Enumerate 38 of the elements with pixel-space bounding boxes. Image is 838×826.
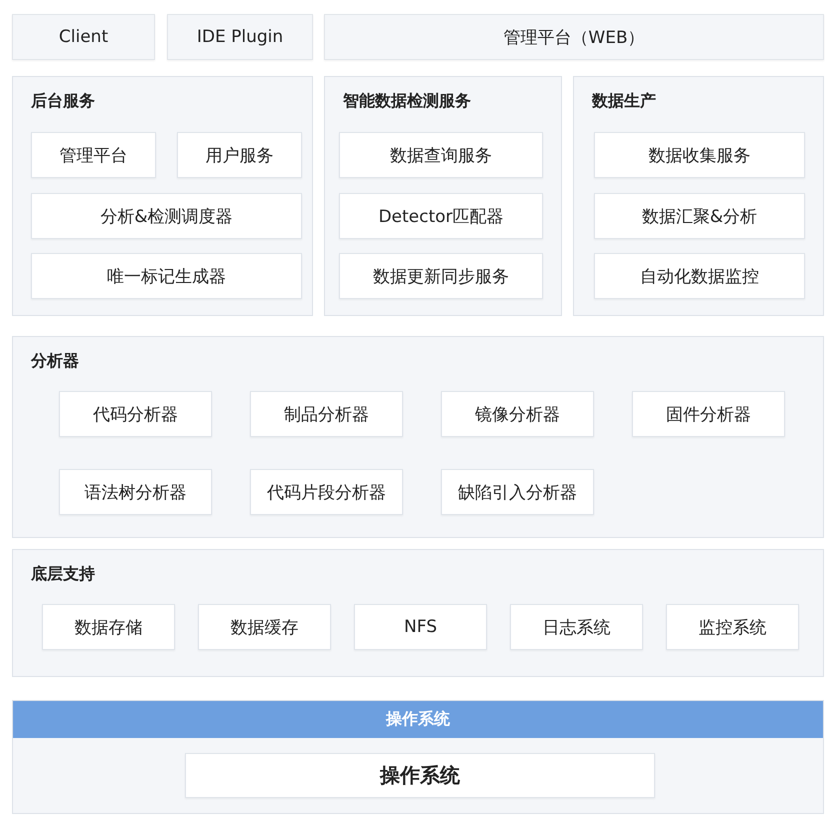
layer-panel — [12, 76, 313, 316]
client-box: IDE Plugin — [167, 14, 313, 60]
layer-panel — [573, 76, 824, 316]
component-box: 数据更新同步服务 — [339, 253, 543, 299]
component-box: 代码分析器 — [59, 391, 212, 437]
component-box: 用户服务 — [177, 132, 302, 178]
component-box: 镜像分析器 — [441, 391, 594, 437]
layer-panel — [12, 700, 824, 814]
component-box: 监控系统 — [666, 604, 799, 650]
panel-title: 后台服务 — [31, 91, 95, 112]
component-box: 代码片段分析器 — [250, 469, 403, 515]
component-box: NFS — [354, 604, 487, 650]
component-box: 管理平台 — [31, 132, 156, 178]
layer-panel — [12, 549, 824, 677]
panel-title: 底层支持 — [31, 564, 95, 585]
component-box: Detector匹配器 — [339, 193, 543, 239]
component-box: 数据查询服务 — [339, 132, 543, 178]
layer-panel — [324, 76, 562, 316]
panel-title: 数据生产 — [592, 91, 656, 112]
layer-panel — [12, 336, 824, 538]
component-box: 操作系统 — [185, 753, 655, 798]
panel-title: 智能数据检测服务 — [343, 91, 471, 112]
component-box: 分析&检测调度器 — [31, 193, 302, 239]
component-box: 缺陷引入分析器 — [441, 469, 594, 515]
header-band: 操作系统 — [13, 701, 823, 738]
component-box: 数据收集服务 — [594, 132, 805, 178]
component-box: 固件分析器 — [632, 391, 785, 437]
component-box: 唯一标记生成器 — [31, 253, 302, 299]
component-box: 日志系统 — [510, 604, 643, 650]
component-box: 制品分析器 — [250, 391, 403, 437]
component-box: 数据存储 — [42, 604, 175, 650]
component-box: 语法树分析器 — [59, 469, 212, 515]
component-box: 数据汇聚&分析 — [594, 193, 805, 239]
panel-title: 分析器 — [31, 351, 79, 372]
component-box: 自动化数据监控 — [594, 253, 805, 299]
client-box: Client — [12, 14, 155, 60]
client-box: 管理平台（WEB） — [324, 14, 824, 60]
component-box: 数据缓存 — [198, 604, 331, 650]
